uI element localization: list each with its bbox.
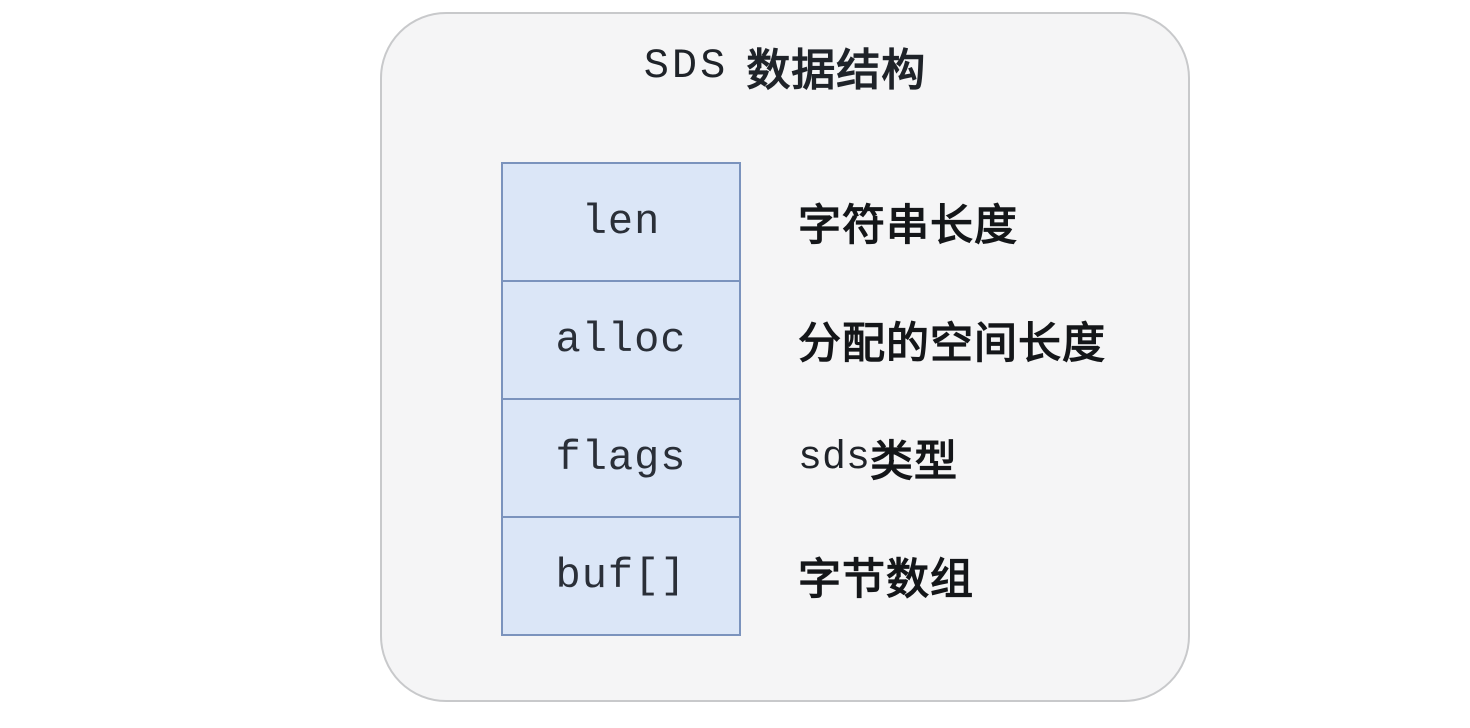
struct-cell-alloc: alloc [501, 280, 741, 400]
struct-cell-buf: buf[] [501, 516, 741, 636]
title-text: 数据结构 [746, 46, 927, 95]
desc-label-alloc-text: 分配的空间长度 [798, 320, 1106, 368]
diagram-title: SDS 数据结构 [382, 40, 1188, 95]
struct-cell-len-label: len [581, 198, 661, 246]
struct-cell-buf-label: buf[] [555, 552, 687, 600]
struct-field-stack: len alloc flags buf[] [501, 162, 741, 636]
struct-cell-flags: flags [501, 398, 741, 518]
desc-label-buf: 字节数组 [798, 516, 1106, 636]
desc-label-flags-mono: sds [798, 435, 871, 481]
desc-label-len: 字符串长度 [798, 162, 1106, 282]
sds-structure-card: SDS 数据结构 len alloc flags buf[] 字符串长度 分配的… [380, 12, 1190, 702]
desc-label-buf-text: 字节数组 [798, 556, 974, 604]
struct-cell-flags-label: flags [555, 434, 687, 482]
desc-label-flags-text: 类型 [870, 438, 959, 486]
title-acronym: SDS [643, 42, 729, 90]
struct-cell-alloc-label: alloc [555, 316, 687, 364]
struct-cell-len: len [501, 162, 741, 282]
desc-label-alloc: 分配的空间长度 [798, 280, 1106, 400]
desc-label-len-text: 字符串长度 [798, 202, 1018, 250]
